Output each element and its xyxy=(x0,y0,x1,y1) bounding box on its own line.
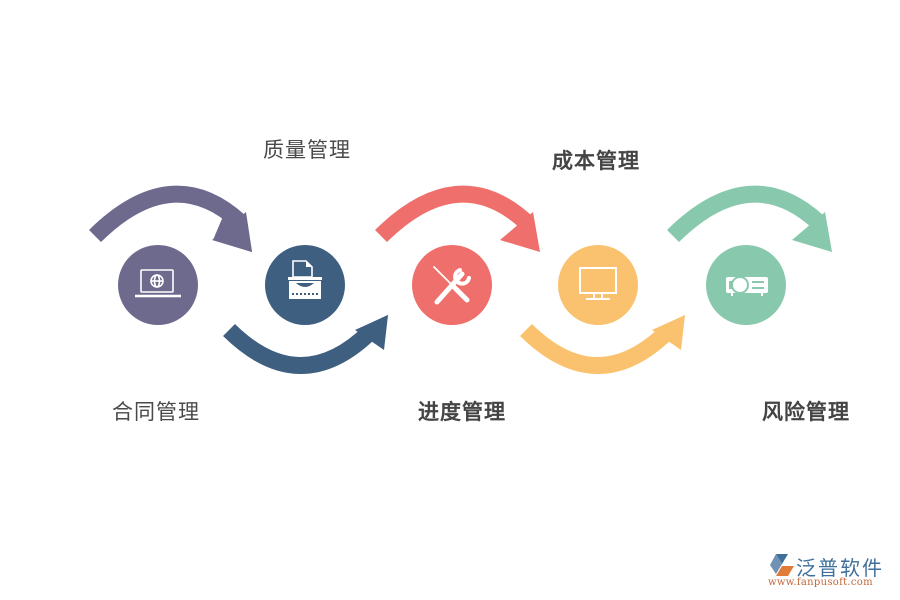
step-1-label: 合同管理 xyxy=(112,400,200,424)
arrow-2-under xyxy=(223,315,388,374)
typewriter-icon xyxy=(288,260,322,299)
step-2-label: 质量管理 xyxy=(263,138,351,162)
step-3-label: 进度管理 xyxy=(418,400,506,424)
step-1-node xyxy=(118,245,198,325)
arrow-4-under xyxy=(520,315,685,374)
logo-name: 泛普软件 xyxy=(796,556,884,580)
step-5-node xyxy=(706,245,786,325)
step-4-node xyxy=(558,245,638,325)
logo-mark-icon xyxy=(770,554,794,576)
step-2-node xyxy=(265,245,345,325)
step-3-node xyxy=(412,245,492,325)
arrow-3-over xyxy=(375,185,540,252)
projector-icon xyxy=(726,276,768,296)
arrow-5-over xyxy=(667,185,832,252)
wrench-screwdriver-icon xyxy=(433,266,471,305)
step-5-label: 风险管理 xyxy=(762,400,850,424)
logo-url: www.fanpusoft.com xyxy=(768,577,873,588)
monitor-icon xyxy=(579,267,617,300)
brand-logo: 泛普软件 www.fanpusoft.com xyxy=(768,552,893,594)
laptop-globe-icon xyxy=(135,269,181,298)
step-4-label: 成本管理 xyxy=(552,149,640,173)
